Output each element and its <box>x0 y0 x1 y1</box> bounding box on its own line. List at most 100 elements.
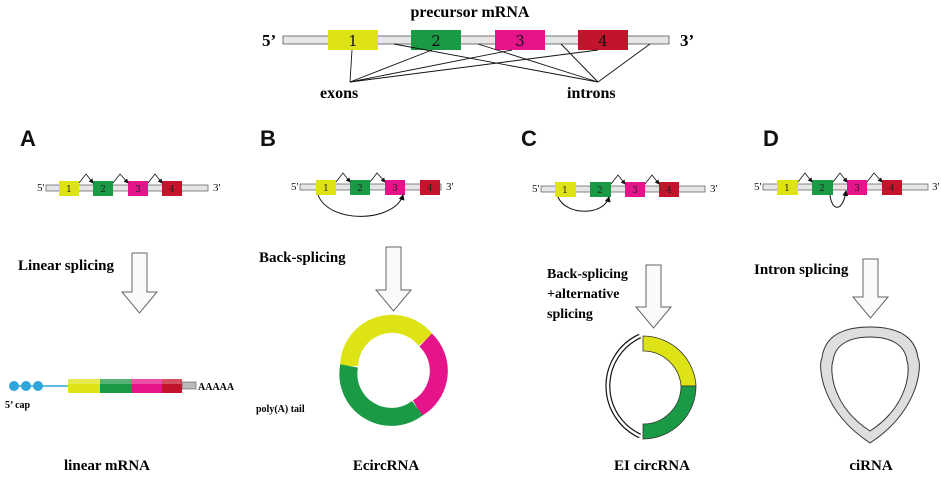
panel-a-exon-1-number: 1 <box>66 185 72 195</box>
cap-bead-3 <box>33 381 43 391</box>
precursor-three-prime: 3’ <box>680 31 694 50</box>
panel-b-strand <box>299 183 442 191</box>
panel-d-exon-3-number: 3 <box>854 184 860 194</box>
panel-c-exon-4-number: 4 <box>666 186 672 196</box>
panel-d-exon-2 <box>812 180 833 195</box>
precursor-exon-2 <box>411 30 461 50</box>
panel-c-exon-1 <box>555 182 576 197</box>
panel-c-exon-3 <box>625 182 645 197</box>
panel-b-polya-label: poly(A) tail <box>256 404 305 415</box>
linear-mrna-highlight <box>68 379 182 384</box>
panel-b-exon-2 <box>350 180 370 195</box>
linear-mrna-exon-4 <box>162 379 182 393</box>
cap-bead-2 <box>21 381 31 391</box>
panel-b-exon-4-number: 4 <box>427 184 433 194</box>
precursor-exon-1-number: 1 <box>348 32 358 50</box>
panel-c-down-arrow <box>634 264 673 329</box>
panel-d-exon-4-number: 4 <box>889 184 895 194</box>
precursor-exon-3-number: 3 <box>515 32 525 50</box>
panel-a-exon-2-number: 2 <box>100 185 106 195</box>
five-prime-cap-label: 5’ cap <box>5 400 31 411</box>
panel-b-exon-1-number: 1 <box>323 184 329 194</box>
panel-d-strand <box>762 183 929 191</box>
panel-c-process-line-1: Back-splicing <box>547 267 628 282</box>
ei-circrna-green-exon <box>642 385 697 440</box>
panel-c-splice-carets <box>610 174 660 185</box>
ecircrna-ring <box>339 314 448 426</box>
panel-c-exon-2-number: 2 <box>597 186 603 196</box>
panel-a-exon-3 <box>128 181 148 196</box>
panel-a-exon-3-number: 3 <box>135 185 141 195</box>
cirna-inner <box>831 336 909 432</box>
precursor-strand <box>282 35 670 45</box>
panel-b-exon-4 <box>420 180 440 195</box>
panel-b-exon-3-number: 3 <box>392 184 398 194</box>
linear-mrna-exon-3 <box>132 379 162 393</box>
panel-c-process-line-3: splicing <box>547 307 593 322</box>
panel-d-exon-4 <box>882 180 902 195</box>
precursor-exon-1 <box>328 30 378 50</box>
panel-b-exon-2-number: 2 <box>357 184 363 194</box>
panel-a-three-prime: 3' <box>213 182 221 194</box>
panel-d-exon-1 <box>777 180 798 195</box>
panel-d-splice-carets <box>797 172 883 183</box>
panel-c-back-splice-arc <box>557 196 611 212</box>
panel-b-letter: B <box>260 126 276 151</box>
panel-c-exon-4 <box>659 182 679 197</box>
panel-d-exon-1-number: 1 <box>784 184 790 194</box>
panel-d-exon-3 <box>847 180 867 195</box>
panel-c-exon-1-number: 1 <box>562 186 568 196</box>
ei-circrna-yellow-exon <box>642 335 697 387</box>
ei-circrna-intron-strand-inner <box>606 334 641 438</box>
panel-a-process-label: Linear splicing <box>18 258 114 274</box>
panel-c-strand <box>540 185 706 193</box>
precursor-mrna-group: precursor mRNA 5’ 3’ 1 2 3 4 exons intro… <box>262 4 694 102</box>
panel-d-process-label: Intron splicing <box>754 262 849 278</box>
panel-b-back-splice-arc <box>317 194 405 217</box>
panel-a-exon-4-number: 4 <box>169 185 175 195</box>
precursor-exon-3 <box>495 30 545 50</box>
panel-c-exon-3-number: 3 <box>632 186 638 196</box>
ecircrna-pink-arc <box>412 333 448 416</box>
linear-mrna-tail-stub <box>181 381 197 390</box>
panel-b-process-label: Back-splicing <box>259 250 346 266</box>
precursor-exon-2-number: 2 <box>431 32 441 50</box>
precursor-exon-4-number: 4 <box>598 32 608 50</box>
pointer-lines <box>349 43 651 83</box>
panel-d-lariat-arc <box>829 190 849 208</box>
panel-c-product-label: EI circRNA <box>614 458 690 474</box>
panel-c-five-prime: 5' <box>532 183 540 195</box>
panel-a-splice-carets <box>78 173 163 184</box>
linear-mrna-exon-1 <box>68 379 100 393</box>
panel-d-product-label: ciRNA <box>849 458 892 474</box>
panel-d-five-prime: 5' <box>754 181 762 193</box>
panel-a-strand <box>45 184 209 192</box>
panel-b-three-prime: 3' <box>446 181 454 193</box>
ecircrna-yellow-arc <box>340 314 433 367</box>
panel-c-process-line-2: +alternative <box>547 287 620 302</box>
panel-d-three-prime: 3' <box>932 181 940 193</box>
panel-a-exon-4 <box>162 181 182 196</box>
panel-a-exon-2 <box>93 181 113 196</box>
precursor-exon-4 <box>578 30 628 50</box>
precursor-title: precursor mRNA <box>411 4 530 21</box>
panel-c-three-prime: 3' <box>710 183 718 195</box>
panel-d: D 5' 3' 1 2 3 4 Intron splicing ciRNA <box>754 126 940 474</box>
panel-a: A 5' 3' 1 2 3 4 Linear splicing 5’ cap A… <box>5 126 235 474</box>
panel-a-product-label: linear mRNA <box>64 458 150 474</box>
panel-c-letter: C <box>521 126 537 151</box>
panel-a-exon-1 <box>59 181 79 196</box>
panel-c-exon-2 <box>590 182 611 197</box>
panel-b-splice-carets <box>335 172 386 183</box>
panel-b-five-prime: 5' <box>291 181 299 193</box>
panel-c: C 5' 3' 1 2 3 4 Back-splicing +alternati… <box>521 126 718 474</box>
panel-a-down-arrow <box>120 252 159 314</box>
panel-b-exon-3 <box>385 180 405 195</box>
linear-mrna-exon-2 <box>100 379 132 393</box>
polya-tail-label: AAAAA <box>198 382 235 393</box>
panel-d-down-arrow <box>851 258 890 319</box>
panel-b-down-arrow <box>374 246 413 312</box>
cap-bead-1 <box>9 381 19 391</box>
panel-b-product-label: EcircRNA <box>353 458 420 474</box>
